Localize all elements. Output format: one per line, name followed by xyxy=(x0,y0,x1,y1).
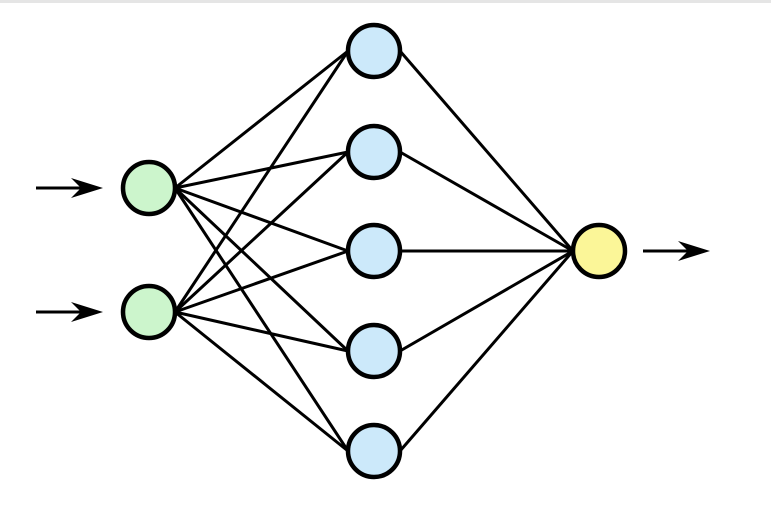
edge-hidden1-output1 xyxy=(398,50,575,252)
edge-hidden4-output1 xyxy=(399,249,574,353)
input-node-2 xyxy=(120,283,178,341)
input-arrow-1-head-icon xyxy=(71,178,103,198)
input-node-1 xyxy=(120,159,178,217)
output-arrow-head-icon xyxy=(678,241,710,261)
edge-input2-hidden1 xyxy=(173,50,350,313)
hidden-node-5 xyxy=(345,422,403,480)
hidden-node-3 xyxy=(345,222,403,280)
edge-input2-hidden3 xyxy=(174,249,349,314)
edge-input1-hidden4 xyxy=(173,186,350,353)
hidden-node-1 xyxy=(345,22,403,80)
hidden-node-4 xyxy=(345,322,403,380)
output-node-1 xyxy=(570,222,628,280)
edge-input2-hidden5 xyxy=(174,310,349,453)
edge-hidden2-output1 xyxy=(399,150,574,253)
edge-input1-hidden3 xyxy=(174,186,349,253)
edge-input1-hidden5 xyxy=(173,187,350,452)
edge-input2-hidden4 xyxy=(174,310,349,353)
window-top-border xyxy=(0,0,771,3)
input-arrow-2-head-icon xyxy=(71,302,103,322)
edge-input2-hidden2 xyxy=(173,150,350,314)
edge-input1-hidden1 xyxy=(174,49,349,190)
hidden-node-2 xyxy=(345,123,403,181)
edge-input1-hidden2 xyxy=(174,150,349,190)
edge-hidden5-output1 xyxy=(398,250,575,452)
